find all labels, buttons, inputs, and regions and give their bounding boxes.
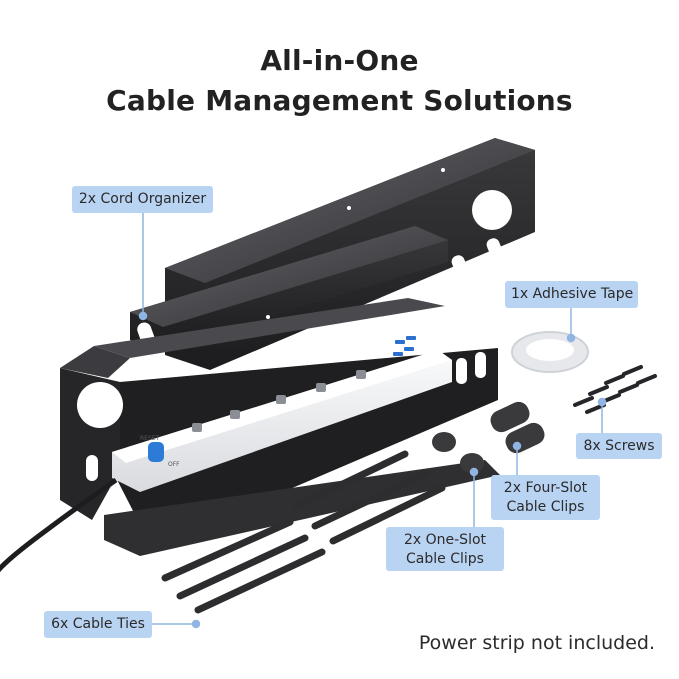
four-slot-line-1: 2x Four-Slot xyxy=(503,480,588,496)
reset-label: RESET xyxy=(140,435,160,442)
power-strip: RESET OFF xyxy=(0,336,452,573)
callout-leaders xyxy=(138,212,607,629)
callout-four-slot-clips: 2x Four-Slot Cable Clips xyxy=(491,475,600,520)
cable-ties xyxy=(161,450,446,614)
callout-adhesive-tape: 1x Adhesive Tape xyxy=(505,281,638,308)
callout-one-slot-clips: 2x One-Slot Cable Clips xyxy=(386,527,504,571)
adhesive-tape-roll xyxy=(511,331,589,373)
callout-cable-ties: 6x Cable Ties xyxy=(44,611,152,638)
one-slot-line-2: Cable Clips xyxy=(406,551,484,567)
power-switch xyxy=(148,442,164,462)
one-slot-cable-clips xyxy=(432,432,484,473)
four-slot-cable-clips xyxy=(490,401,545,454)
callout-screws: 8x Screws xyxy=(576,433,662,459)
tray-cable-hole xyxy=(472,190,512,230)
four-slot-line-2: Cable Clips xyxy=(506,499,585,515)
one-slot-line-1: 2x One-Slot xyxy=(403,532,487,548)
off-label: OFF xyxy=(168,461,180,468)
heading-line-1: All-in-One xyxy=(260,44,419,77)
callout-cord-organizer: 2x Cord Organizer xyxy=(72,186,213,213)
footnote-power-strip: Power strip not included. xyxy=(418,632,655,654)
screws-set xyxy=(573,365,657,414)
heading-line-2: Cable Management Solutions xyxy=(106,84,573,117)
tray-lower-cable-hole xyxy=(77,382,123,428)
power-cord xyxy=(0,477,118,573)
